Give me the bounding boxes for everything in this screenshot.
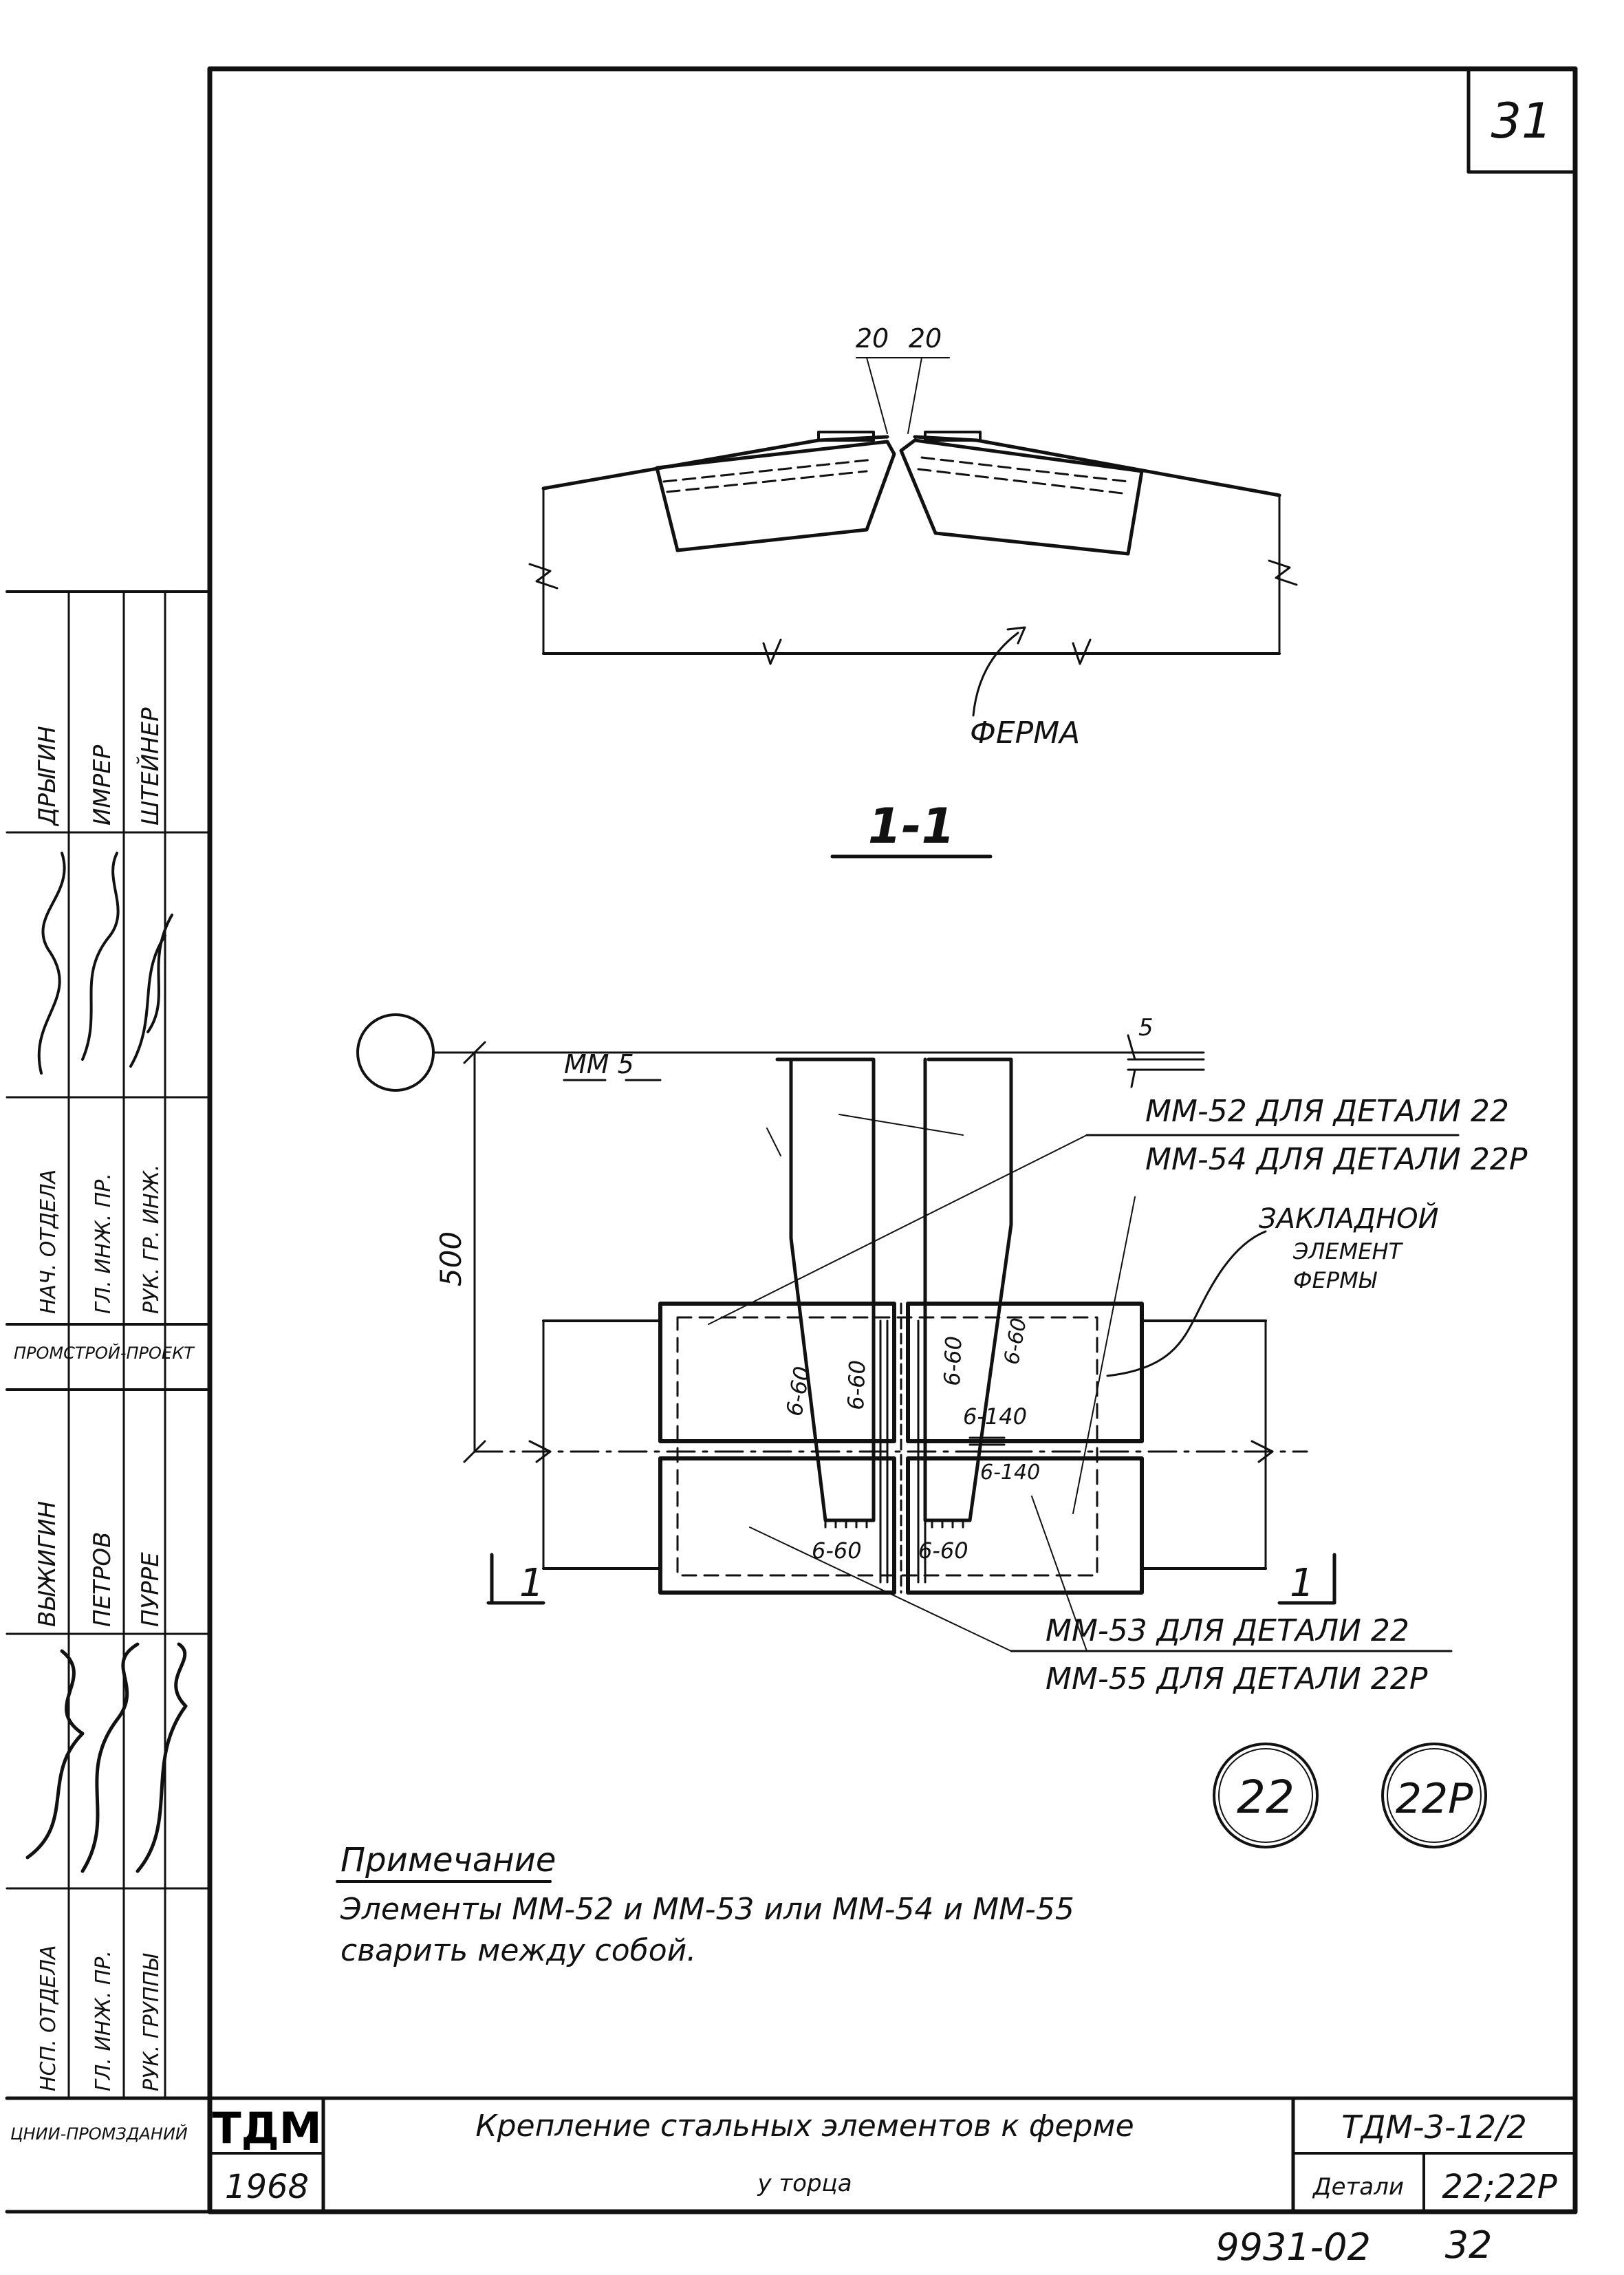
- dim-right: 20: [909, 323, 942, 354]
- sheet-frame: [207, 66, 1578, 2214]
- side-stamp: ДРЫГИН ИМРЕР ШТЕЙНЕР НАЧ. ОТДЕЛА ГЛ. ИНЖ…: [6, 590, 211, 2144]
- embedded-label-1: ЗАКЛАДНОЙ: [1259, 1202, 1439, 1235]
- callout-bottom-2: ММ-55 ДЛЯ ДЕТАЛИ 22Р: [1046, 1661, 1428, 1696]
- section-view: [528, 357, 1298, 717]
- stamp-name-1: ДРЫГИН: [34, 726, 61, 827]
- weld-label-3: 6-60: [939, 1335, 967, 1386]
- stamp-org-top: ПРОМСТРОЙ-ПРОЕКТ: [14, 1343, 195, 1363]
- section-mark-left: 1: [519, 1561, 544, 1606]
- note-heading: Примечание: [340, 1841, 556, 1879]
- weld-label-8: 6-60: [918, 1538, 968, 1564]
- weld-label-2: 6-60: [843, 1359, 871, 1410]
- plate-mm53: [658, 1456, 896, 1595]
- callout-bottom-1: ММ-53 ДЛЯ ДЕТАЛИ 22: [1046, 1613, 1409, 1648]
- plan-dim-top: 5: [1138, 1014, 1154, 1042]
- callout-top-1: ММ-52 ДЛЯ ДЕТАЛИ 22: [1145, 1094, 1509, 1129]
- stamp-role-4: НСП. ОТДЕЛА: [36, 1945, 61, 2091]
- section-mark-right: 1: [1290, 1561, 1314, 1606]
- weld-label-7: 6-60: [812, 1538, 862, 1564]
- weld-marks: [824, 1319, 1006, 1584]
- page-number-bottom: 32: [1445, 2223, 1493, 2267]
- plan-view: [356, 1013, 1460, 1652]
- org-mark: ТДМ: [212, 2103, 321, 2153]
- drawing-subtitle: у торца: [757, 2170, 852, 2197]
- stamp-role-3: РУК. ГР. ИНЖ.: [140, 1165, 164, 1314]
- stamp-role-6: РУК. ГРУППЫ: [140, 1953, 164, 2091]
- note-line-2: сварить между собой.: [340, 1933, 696, 1968]
- stamp-name-3: ШТЕЙНЕР: [136, 707, 164, 826]
- plate-mm54: [906, 1302, 1144, 1443]
- plate-mm52: [658, 1302, 896, 1443]
- detail-label: Детали: [1312, 2173, 1404, 2201]
- embedded-label-2: ЭЛЕМЕНТ: [1292, 1238, 1404, 1264]
- signature-1: [37, 852, 120, 1075]
- plate-mm55: [906, 1456, 1144, 1595]
- stamp-role-2: ГЛ. ИНЖ. ПР.: [91, 1173, 116, 1314]
- detail-mark-22p-text: 22Р: [1396, 1775, 1473, 1823]
- embedded-label-3: ФЕРМЫ: [1293, 1267, 1378, 1293]
- drawing-title: Крепление стальных элементов к ферме: [475, 2109, 1134, 2144]
- detail-number: 22;22Р: [1442, 2168, 1557, 2206]
- signature-3: [25, 1642, 188, 1873]
- detail-mark-22p: [1381, 1743, 1487, 1848]
- detail-mark-22: [1213, 1743, 1319, 1848]
- page-number: 31: [1491, 93, 1552, 149]
- detail-mark-22-text: 22: [1237, 1771, 1295, 1824]
- stamp-name-5: ПЕТРОВ: [89, 1532, 116, 1627]
- stamp-name-2: ИМРЕР: [89, 744, 116, 826]
- dim-left: 20: [856, 323, 889, 354]
- callout-top-2: ММ-54 ДЛЯ ДЕТАЛИ 22Р: [1145, 1142, 1528, 1177]
- stamp-name-4: ВЫЖИГИН: [34, 1501, 61, 1627]
- plan-mark-left: ММ 5: [564, 1049, 634, 1079]
- year: 1968: [225, 2168, 309, 2206]
- weld-label-4: 6-60: [999, 1316, 1031, 1366]
- weld-label-6: 6-140: [980, 1460, 1040, 1485]
- reference-circle: [356, 1013, 435, 1092]
- plan-dim-height: 500: [434, 1231, 468, 1286]
- signature-2: [129, 914, 173, 1068]
- archive-number: 9931-02: [1215, 2225, 1371, 2269]
- drawing-code: ТДМ-3-12/2: [1341, 2109, 1527, 2146]
- stamp-name-6: ПУРРЕ: [137, 1552, 164, 1627]
- title-block: [5, 2096, 1577, 2214]
- stamp-role-5: ГЛ. ИНЖ. ПР.: [91, 1950, 116, 2091]
- left-plate: [655, 440, 896, 552]
- note-line-1: Элементы ММ-52 и ММ-53 или ММ-54 и ММ-55: [340, 1892, 1074, 1927]
- right-plate: [899, 438, 1144, 556]
- stamp-org-bottom: ЦНИИ-ПРОМЗДАНИЙ: [10, 2124, 188, 2144]
- truss-label: ФЕРМА: [970, 715, 1080, 751]
- weld-label-5: 6-140: [963, 1403, 1027, 1430]
- stamp-role-1: НАЧ. ОТДЕЛА: [36, 1169, 61, 1314]
- section-title: 1-1: [868, 798, 955, 854]
- detail-marks: [1213, 1743, 1487, 1848]
